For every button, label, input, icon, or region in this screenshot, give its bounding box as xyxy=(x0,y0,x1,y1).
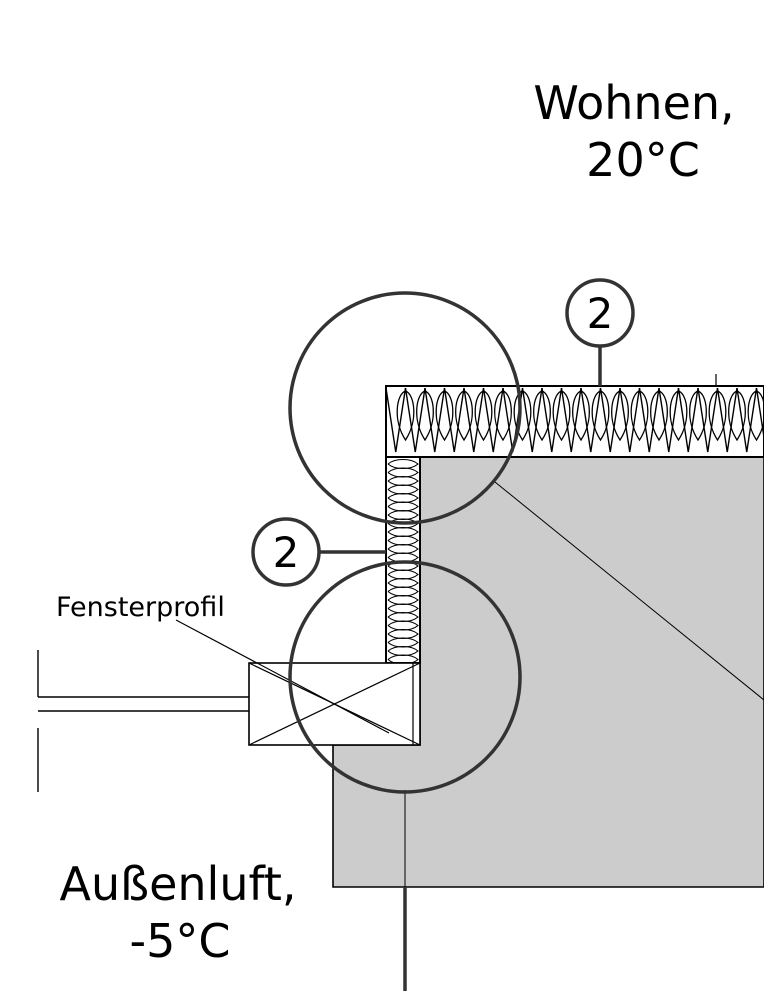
insulation-coil xyxy=(387,628,419,640)
insulation-coil xyxy=(387,645,419,657)
top-insulation-layer xyxy=(385,385,764,458)
insulation-coil xyxy=(387,467,419,478)
insulation-zigzag xyxy=(424,387,446,453)
insulation-zigzag xyxy=(482,387,504,453)
insulation-coil xyxy=(387,603,419,614)
window-profile-leader xyxy=(175,619,390,734)
insulation-coil xyxy=(387,492,419,504)
insulation-zigzag xyxy=(443,387,465,453)
insulation-coil xyxy=(387,543,419,555)
insulation-zigzag xyxy=(736,387,758,453)
callout-left-number: 2 xyxy=(273,528,300,577)
callout-left: 2 xyxy=(251,517,386,587)
insulation-zigzag xyxy=(619,387,641,453)
window-profile-label: Fensterprofil xyxy=(56,592,225,623)
detail-circle-lower xyxy=(288,560,522,794)
glazing xyxy=(37,650,249,792)
insulation-coil xyxy=(387,577,419,589)
inside-temperature-label: 20°C xyxy=(586,133,700,187)
insulation-zigzag xyxy=(386,387,407,453)
insulation-zigzag xyxy=(716,387,738,453)
insulation-coil xyxy=(387,586,419,597)
insulation-coil xyxy=(387,569,419,580)
insulation-coil xyxy=(387,526,419,538)
insulation-zigzag xyxy=(755,387,764,442)
insulation-zigzag xyxy=(658,387,680,453)
insulation-zigzag xyxy=(677,387,699,453)
callout-top-number: 2 xyxy=(587,289,614,338)
insulation-coil xyxy=(387,637,419,648)
concrete-diagonal xyxy=(494,481,764,701)
insulation-zigzag xyxy=(463,387,485,453)
insulation-zigzag xyxy=(580,387,602,453)
insulation-coil xyxy=(387,484,419,495)
side-insulation-layer xyxy=(385,456,421,664)
insulation-zigzag xyxy=(697,387,719,453)
insulation-coil xyxy=(387,594,419,606)
insulation-zigzag xyxy=(638,387,660,453)
insulation-coil xyxy=(387,535,419,546)
insulation-zigzag xyxy=(599,387,621,453)
outside-temperature-label: -5°C xyxy=(130,914,231,968)
insulation-coil xyxy=(387,458,419,470)
inside-room-label: Wohnen, xyxy=(533,76,734,130)
insulation-zigzag xyxy=(560,387,582,453)
insulation-coil xyxy=(387,475,419,487)
insulation-zigzag xyxy=(521,387,543,453)
insulation-coil xyxy=(387,654,419,663)
outside-air-label: Außenluft, xyxy=(59,857,296,911)
insulation-coil xyxy=(387,611,419,623)
insulation-zigzag xyxy=(541,387,563,453)
insulation-coil xyxy=(387,620,419,631)
callout-top: 2 xyxy=(565,278,635,386)
insulation-coil xyxy=(387,501,419,512)
insulation-coil xyxy=(387,509,419,521)
detail-circle-upper xyxy=(288,291,522,525)
insulation-zigzag xyxy=(404,387,426,453)
